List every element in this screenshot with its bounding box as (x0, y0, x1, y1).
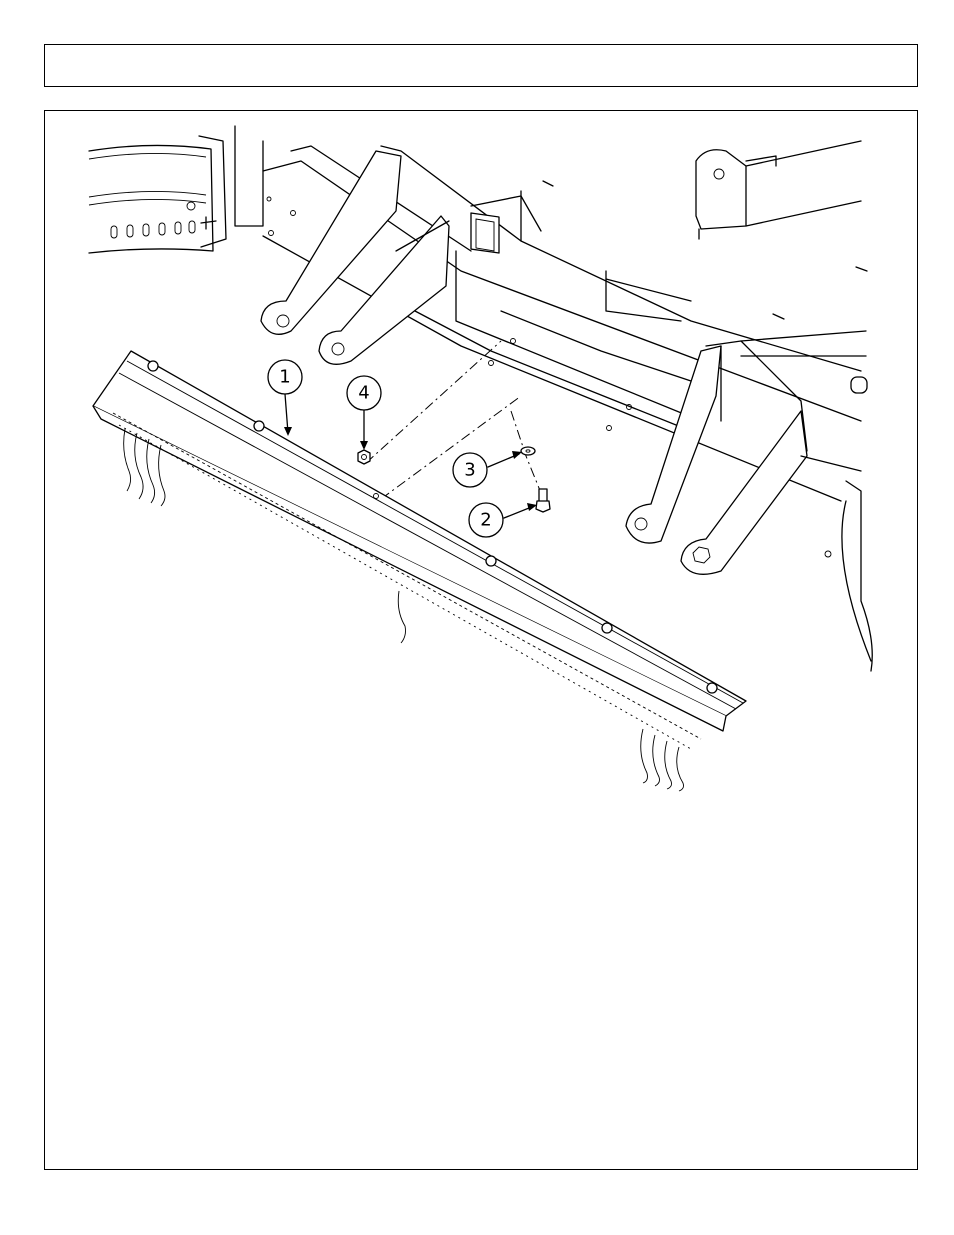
part-1-chain-guard-bar (93, 351, 746, 791)
callout-3-label: 3 (464, 460, 475, 481)
drum-slot-holes (111, 221, 195, 238)
callout-2: 2 (469, 503, 503, 537)
callout-1: 1 (268, 360, 302, 394)
header-box (44, 44, 918, 87)
part-3-washer (521, 447, 535, 455)
hanging-chains (124, 429, 684, 791)
callout-4: 4 (347, 376, 381, 410)
callout-2-label: 2 (480, 510, 491, 531)
part-4-nut (358, 450, 370, 464)
exploded-parts-diagram: 1 4 3 2 (45, 111, 918, 1170)
part-2-bolt (536, 489, 550, 512)
left-lift-arms (261, 151, 449, 364)
callout-3: 3 (453, 453, 487, 487)
upper-right-bracket (696, 141, 861, 239)
right-lift-arms (626, 341, 807, 574)
callout-1-label: 1 (279, 367, 290, 388)
left-drum-assembly (89, 126, 263, 253)
diagram-frame: 1 4 3 2 (44, 110, 918, 1170)
callout-4-label: 4 (358, 383, 369, 404)
